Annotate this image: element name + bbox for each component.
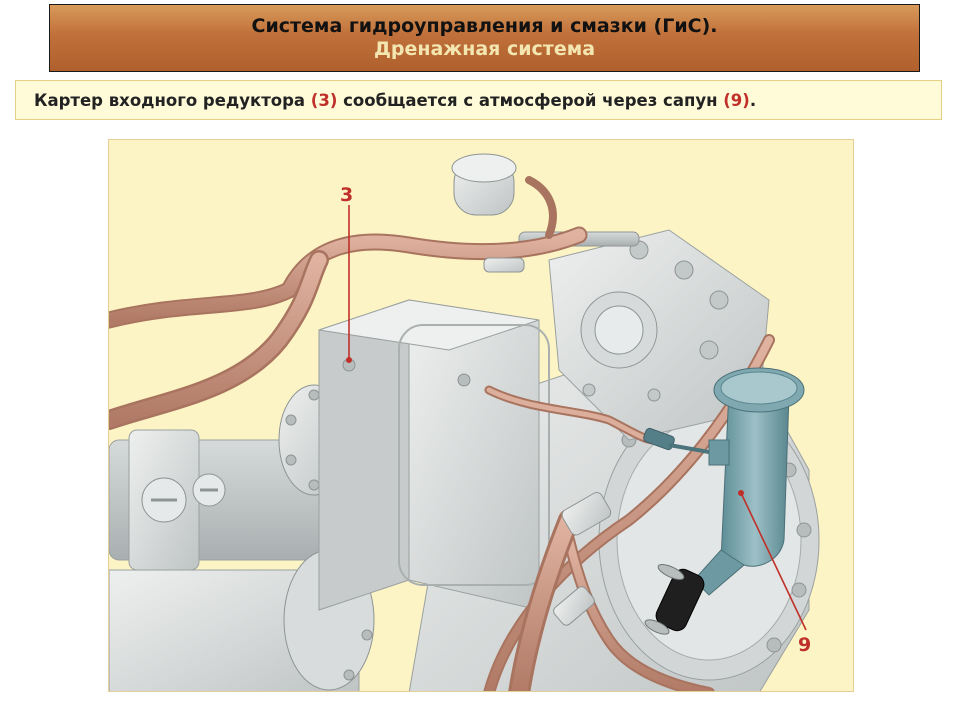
caption-part-2: сообщается с атмосферой через сапун [337,90,724,110]
callout-9: 9 [798,634,812,656]
caption-box: Картер входного редуктора (3) сообщается… [15,80,942,120]
leader-line-9 [740,492,807,631]
slide-subtitle: Дренажная система [373,38,596,60]
breather-unit [644,367,805,635]
caption-text: Картер входного редуктора (3) сообщается… [34,91,756,110]
caption-part-1: Картер входного редуктора [34,90,311,110]
input-gearbox-case [318,299,550,611]
gearbox-drawing [109,153,820,691]
gearbox-illustration: 3 9 [108,139,854,692]
title-banner: Система гидроуправления и смазки (ГиС). … [49,4,920,72]
pipe-fittings [483,257,710,626]
left-shaft-assembly [109,384,375,691]
slide-title: Система гидроуправления и смазки (ГиС). [251,15,718,37]
caption-part-3: . [749,90,757,110]
caption-ref-3: (3) [310,90,338,110]
caption-ref-9: (9) [723,90,750,110]
callout-3: 3 [340,184,354,206]
